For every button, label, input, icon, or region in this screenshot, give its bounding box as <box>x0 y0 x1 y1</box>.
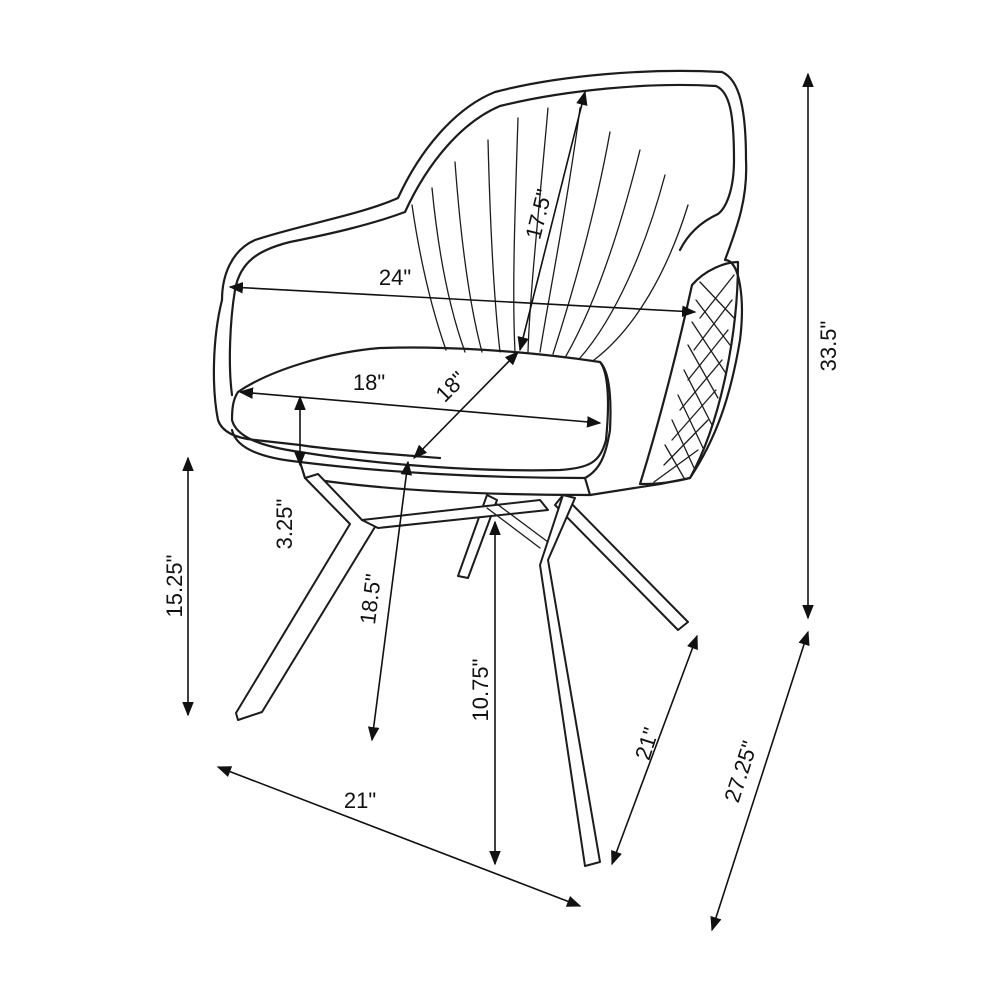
label-seat-thickness: 3.25" <box>272 499 297 550</box>
label-seat-width: 18" <box>353 370 385 395</box>
quilted-back-panel <box>638 260 740 486</box>
dim-line-seat-height <box>367 460 413 742</box>
label-back-height: 17.5" <box>520 187 557 242</box>
back-right-leg <box>554 494 689 631</box>
chair-illustration <box>212 69 748 867</box>
dim-line-base-depth <box>611 634 698 866</box>
dim-line-back-height <box>517 90 588 352</box>
dim-line-seat-depth <box>412 350 520 460</box>
dim-line-base-width <box>216 766 582 907</box>
dim-line-overall-depth <box>710 630 810 932</box>
leg-stretcher-cross <box>486 503 549 549</box>
label-overall-height: 33.5" <box>816 321 841 372</box>
front-right-leg <box>539 494 601 867</box>
front-left-leg <box>235 473 379 721</box>
label-width: 24" <box>379 265 411 290</box>
chair-shell <box>220 69 748 497</box>
left-arm-inner <box>228 288 237 397</box>
left-arm <box>212 298 442 460</box>
dim-line-width <box>228 281 697 318</box>
quilting-pattern <box>653 274 735 483</box>
label-arm-height: 15.25" <box>162 555 187 618</box>
shell-piping <box>233 83 736 292</box>
dimension-lines <box>182 72 814 932</box>
dim-line-seat-width <box>238 387 602 428</box>
leg-stretcher <box>361 499 549 529</box>
label-base-width: 21" <box>344 788 376 813</box>
label-seat-depth: 18" <box>430 366 471 407</box>
label-seat-height: 18.5" <box>355 572 386 625</box>
label-base-depth: 21" <box>630 724 664 762</box>
seat-cushion <box>230 346 610 472</box>
label-leg-clearance: 10.75" <box>468 659 493 722</box>
seat-front-band <box>230 428 587 480</box>
